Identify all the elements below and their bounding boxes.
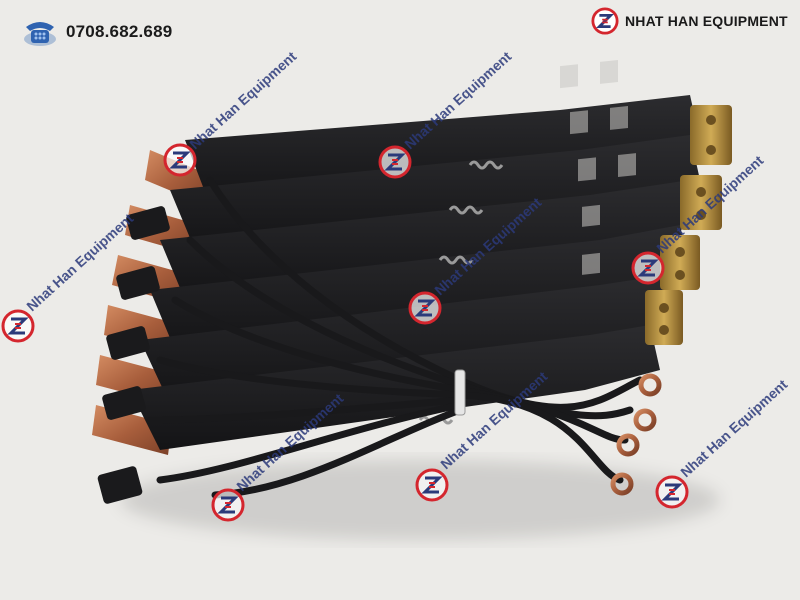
brass-terminal-bolts [645, 105, 732, 345]
cables [146, 176, 644, 499]
brand-name: NHAT HAN EQUIPMENT [625, 13, 788, 29]
watermark-logo-icon [415, 468, 449, 502]
watermark-logo-icon [1, 309, 35, 343]
clip-arms [97, 206, 170, 504]
watermark-logo-icon [631, 251, 665, 285]
cable-tie [454, 369, 466, 416]
nhat-han-logo-icon [591, 7, 619, 35]
telephone-icon [24, 22, 56, 46]
phone-number: 0708.682.689 [66, 22, 173, 41]
watermark-logo-icon [163, 143, 197, 177]
watermark-logo-icon [655, 475, 689, 509]
ring-terminals [610, 373, 662, 496]
watermark-logo-icon [408, 291, 442, 325]
brand-header: NHAT HAN EQUIPMENT [591, 6, 788, 36]
collector-shoe-assembly [92, 60, 732, 504]
phone-contact: 0708.682.689 [22, 16, 172, 48]
watermark-logo-icon [211, 488, 245, 522]
watermark-logo-icon [378, 145, 412, 179]
